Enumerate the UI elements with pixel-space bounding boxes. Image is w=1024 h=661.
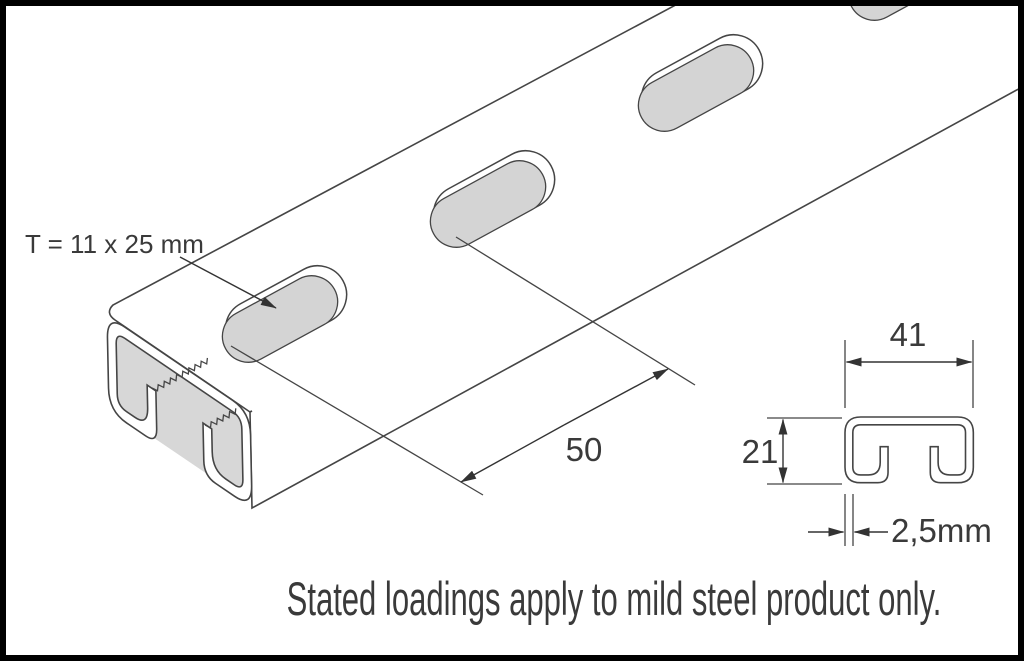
slot-1 [221,265,348,363]
serration-front-lip [204,408,237,429]
pitch-label: 50 [566,431,603,468]
channel-top-face [108,6,1018,413]
pitch-dimension-line-a [460,424,565,483]
pitch-extension-line-2 [455,236,696,386]
slot-floor [637,44,755,132]
slot-size-dimension: T = 11 x 25 mm [25,229,277,309]
slot-size-leader [179,256,277,309]
edge-highlight [249,6,1018,415]
pitch-dimension-line-b [563,368,669,426]
caption-text: Stated loadings apply to mild steel prod… [286,572,942,625]
channel-end-section [107,315,252,508]
cross-section-profile [845,417,973,483]
cross-section: 41 21 2,5mm [742,316,992,549]
channel-isometric [107,6,1018,510]
slot-floor [429,160,547,248]
slot-3 [637,34,764,132]
height-label: 21 [742,433,779,470]
width-dimension: 41 [844,316,974,408]
width-label: 41 [890,316,927,353]
slot-floor [847,6,965,21]
slot-2 [429,150,556,248]
slot-4 [847,6,974,21]
channel-side-face [249,7,1018,510]
end-interior [110,326,249,497]
slot-size-label: T = 11 x 25 mm [25,229,204,259]
pitch-extension-line-1 [230,345,484,496]
thickness-label: 2,5mm [891,512,992,549]
serration-back-lip [151,357,209,392]
height-dimension: 21 [742,417,842,485]
thickness-dimension: 2,5mm [808,494,992,549]
slot-pitch-dimension: 50 [230,236,696,496]
caption: Stated loadings apply to mild steel prod… [118,574,942,624]
slot-floor [221,275,339,363]
